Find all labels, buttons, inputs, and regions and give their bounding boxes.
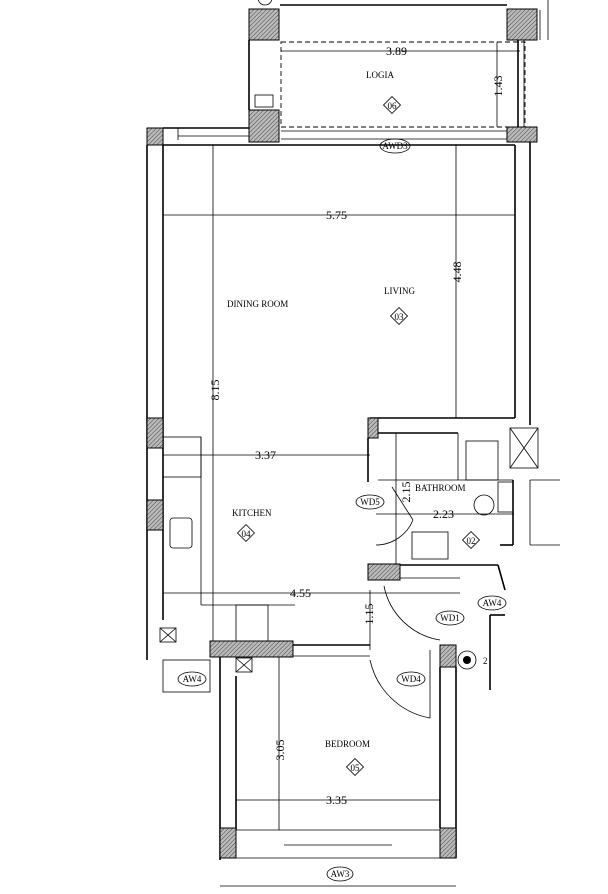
svg-text:8.15: 8.15 [208, 380, 222, 401]
bedroom-dim-width: 3.35 [236, 793, 440, 807]
room-label-living: LIVING [384, 286, 415, 296]
room-tag-bedroom: 05 [345, 757, 365, 777]
svg-text:02: 02 [467, 536, 476, 546]
logia-dim-width: 3.89 [281, 44, 520, 58]
svg-text:WD5: WD5 [360, 497, 380, 507]
overall-dim-depth: 8.15 [208, 145, 222, 645]
svg-text:04: 04 [242, 529, 252, 539]
svg-text:03: 03 [395, 312, 405, 322]
living-dim-width: 5.75 [163, 208, 515, 222]
room-tag-logia: 06 [382, 95, 402, 115]
hall: 1.15 [362, 585, 441, 650]
kitchen-counter [159, 436, 295, 658]
svg-text:05: 05 [351, 763, 361, 773]
main-walls [146, 127, 531, 660]
bath-dim-depth: 2.15 [395, 433, 413, 565]
bath-dim-width: 2.23 [376, 507, 514, 521]
dimension-label: 3.89 [386, 44, 407, 58]
dimension-label: 1.43 [491, 76, 505, 97]
svg-text:4.55: 4.55 [290, 586, 311, 600]
svg-text:3.35: 3.35 [326, 793, 347, 807]
column-marker-2: 2 [457, 650, 488, 670]
svg-text:WD4: WD4 [401, 674, 421, 684]
room-label-dining: DINING ROOM [227, 299, 288, 309]
room-tag-kitchen: 04 [236, 523, 256, 543]
door-tag-wd5: WD5 [355, 494, 385, 510]
svg-text:06: 06 [388, 101, 398, 111]
room-label-kitchen: KITCHEN [232, 508, 272, 518]
kitchen-dim-lower: 4.55 [163, 586, 460, 600]
door-tag-awd3: AWD3 [379, 138, 411, 154]
bathroom-walls [367, 417, 560, 690]
room-label-logia: LOGIA [366, 70, 394, 80]
logia-dim-depth: 1.43 [491, 42, 505, 127]
svg-text:3.05: 3.05 [273, 740, 287, 761]
svg-text:AW3: AW3 [331, 869, 350, 879]
kitchen-dim-width: 3.37 [163, 448, 370, 462]
svg-text:AWD3: AWD3 [382, 141, 408, 151]
svg-text:1.15: 1.15 [362, 604, 376, 625]
svg-text:AW4: AW4 [183, 674, 202, 684]
bedroom-walls [219, 644, 457, 887]
svg-text:2.15: 2.15 [399, 482, 413, 503]
svg-text:5.75: 5.75 [326, 208, 347, 222]
door-tag-aw3: AW3 [326, 866, 354, 882]
svg-text:3.37: 3.37 [255, 448, 276, 462]
svg-text:4.48: 4.48 [450, 262, 464, 283]
door-tag-wd1: WD1 [435, 610, 465, 626]
svg-text:2.23: 2.23 [433, 507, 454, 521]
door-tag-aw4-left: AW4 [162, 659, 211, 693]
svg-text:AW4: AW4 [483, 598, 502, 608]
door-tag-wd4: WD4 [396, 671, 426, 687]
room-tag-bathroom: 02 [461, 530, 481, 550]
room-tag-living: 03 [389, 306, 409, 326]
svg-text:WD1: WD1 [440, 613, 460, 623]
room-label-bathroom: BATHROOM [415, 483, 466, 493]
svg-text:2: 2 [483, 656, 488, 666]
living-dim-depth: 4.48 [450, 145, 464, 418]
column-marker-icon [257, 0, 273, 6]
door-tag-aw4-right: AW4 [477, 595, 507, 611]
room-label-bedroom: BEDROOM [325, 739, 370, 749]
bedroom-dim-depth: 3.05 [273, 657, 287, 830]
logia-walls [248, 0, 549, 143]
